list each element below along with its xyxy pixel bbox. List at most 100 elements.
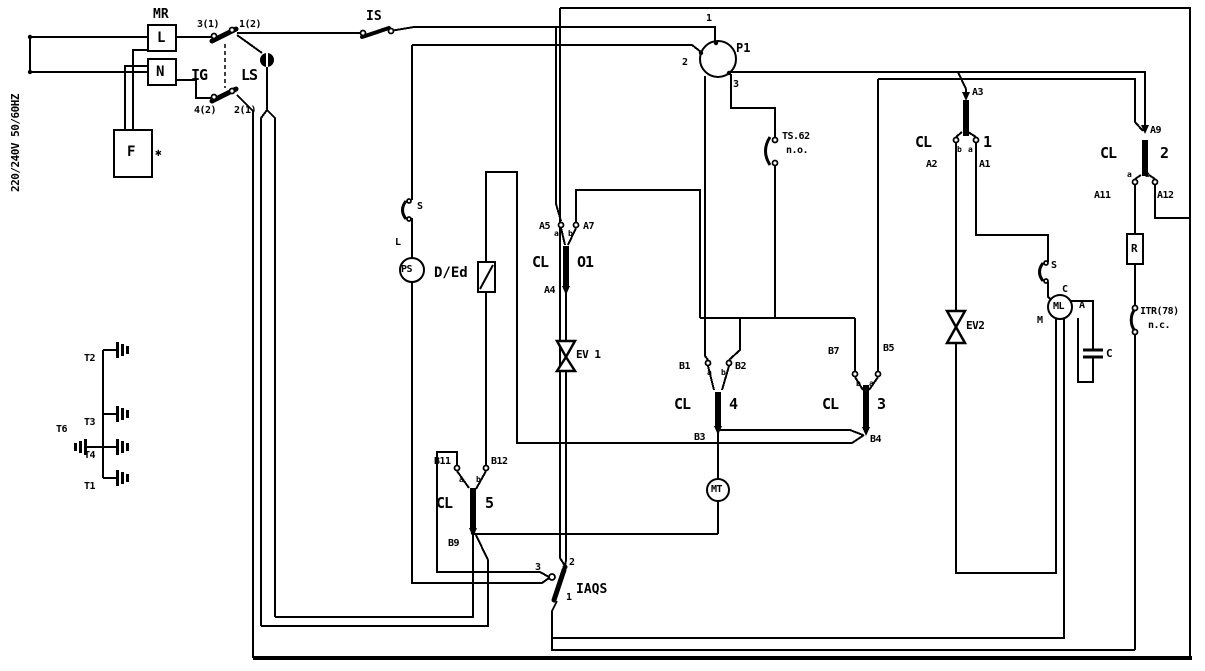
iaqs-terminal-1: 1 (566, 592, 572, 603)
cl-o1-label: CL (532, 253, 549, 271)
ps-body (399, 257, 425, 283)
f-label: F (127, 144, 136, 160)
terminal-a11: A11 (1094, 190, 1111, 201)
cl-o1-contact-a: a (554, 229, 559, 238)
ig-label: IG (191, 66, 208, 84)
cl4-contact-b: b (721, 368, 726, 377)
ig-terminal-2-1: 2(1) (234, 105, 257, 116)
cl4-label: CL (674, 395, 691, 413)
ig-terminal-4-2: 4(2) (194, 105, 217, 116)
cl1-contact-b: b (957, 145, 962, 154)
cl2-num: 2 (1160, 144, 1169, 162)
ml-c-terminal: C (1062, 284, 1068, 295)
terminal-b7: B7 (828, 346, 840, 357)
ps-s-contact: S (417, 201, 423, 212)
ev1-icon (554, 339, 578, 373)
terminal-b2: B2 (735, 361, 747, 372)
p1-terminal-2: 2 (682, 57, 688, 68)
cl3-contact-b: b (856, 379, 861, 388)
contact-bars (470, 100, 1148, 529)
is-label: IS (366, 9, 382, 24)
ts62-label: TS.62 (782, 131, 810, 142)
contact-dots (210, 26, 1159, 581)
ev1-label: EV 1 (576, 348, 601, 361)
terminal-t4: T4 (84, 450, 96, 461)
ml-s-arc (1038, 262, 1045, 282)
itr-state: n.c. (1148, 320, 1171, 331)
mr-l-box (147, 24, 177, 52)
ps-label: PS (401, 264, 413, 275)
ps-s-arc (401, 200, 408, 220)
terminal-a12: A12 (1157, 190, 1174, 201)
cl2-contact-b: b (1145, 170, 1150, 179)
cl1-label: CL (915, 133, 932, 151)
cl1-contact-a: a (968, 145, 973, 154)
cl3-contact-a: a (869, 379, 874, 388)
arrowheads (469, 92, 1149, 537)
terminal-a4: A4 (544, 285, 556, 296)
terminal-a2: A2 (926, 159, 938, 170)
ml-m-terminal: M (1037, 315, 1043, 326)
terminal-b1: B1 (679, 361, 691, 372)
is-blade (360, 26, 391, 39)
cl5-num: 5 (485, 494, 494, 512)
cl3-num: 3 (877, 395, 886, 413)
faston-terminals (74, 342, 129, 486)
mr-l-label: L (157, 30, 166, 46)
f-drain-icon: ✱ (155, 146, 162, 159)
round-components (399, 40, 1073, 502)
terminal-b11: B11 (434, 456, 451, 467)
terminal-b12: B12 (491, 456, 508, 467)
ig-terminal-1-2: 1(2) (239, 19, 262, 30)
iaqs-terminal-3: 3 (535, 562, 541, 573)
cl3-label: CL (822, 395, 839, 413)
ig-terminal-3-1: 3(1) (197, 19, 220, 30)
cl4-contact-a: a (707, 368, 712, 377)
p1-terminal-1: 1 (706, 13, 712, 24)
itr-arc (1129, 308, 1137, 332)
ev2-icon (944, 309, 968, 345)
terminal-a1: A1 (979, 159, 991, 170)
mt-body (706, 478, 730, 502)
mr-n-box (147, 58, 177, 86)
ts62-arc (764, 136, 772, 166)
ded-label: D/Ed (434, 265, 468, 281)
terminal-b5: B5 (883, 343, 895, 354)
cl2-contact-a: a (1127, 170, 1132, 179)
p1-label: P1 (736, 41, 751, 55)
cl4-num: 4 (729, 395, 738, 413)
ev2-label: EV2 (966, 319, 985, 332)
cl1-num: 1 (983, 133, 992, 151)
terminal-t1: T1 (84, 481, 96, 492)
r-heater-label: R (1131, 242, 1138, 255)
cl2-label: CL (1100, 144, 1117, 162)
terminal-b9: B9 (448, 538, 460, 549)
ml-a-terminal: A (1079, 300, 1085, 311)
cl5-contact-b: b (476, 475, 481, 484)
heater-box (1126, 233, 1144, 265)
capacitor-icon (1083, 348, 1103, 359)
valve-symbols (554, 309, 968, 373)
ls-label: LS (241, 66, 258, 84)
ts62-state: n.o. (786, 145, 809, 156)
terminal-t2: T2 (84, 353, 96, 364)
p1-terminal-3: 3 (733, 79, 739, 90)
wiring-layer (29, 7, 1191, 658)
filter-box (113, 129, 153, 178)
iaqs-label: IAQS (576, 582, 608, 597)
component-boxes (113, 24, 1144, 293)
dispenser-diagonal (479, 264, 494, 290)
terminal-a9: A9 (1150, 125, 1162, 136)
cl-o1-contact-b: b (568, 229, 573, 238)
ml-s-contact: S (1051, 260, 1057, 271)
junction-dots (27, 34, 732, 570)
itr-label: ITR(78) (1140, 306, 1179, 317)
mr-label: MR (153, 7, 169, 22)
mt-label: MT (711, 484, 723, 495)
ml-label: ML (1053, 301, 1065, 312)
terminal-b3: B3 (694, 432, 706, 443)
terminal-b4: B4 (870, 434, 882, 445)
cl5-label: CL (436, 494, 453, 512)
voltage-rating-label: 220/240V 50/60HZ (9, 94, 22, 192)
